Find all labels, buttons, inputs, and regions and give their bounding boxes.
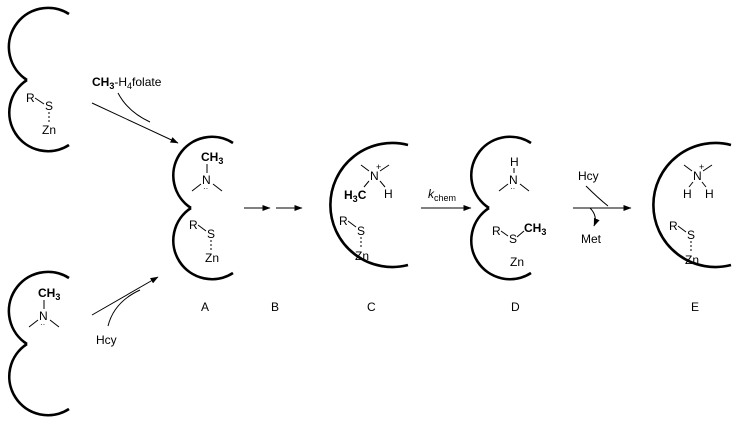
binding-arrows: CH3-H4folate Hcy (91, 75, 179, 347)
hydrogen-atom: H (510, 155, 519, 169)
r-s-bond (34, 97, 45, 105)
n-methyl-bond (363, 180, 370, 188)
zinc-atom: Zn (685, 253, 699, 267)
sulfur-atom: S (357, 224, 365, 238)
r-s-bond (197, 224, 207, 232)
n-bond-left (28, 319, 39, 328)
label-e: E (691, 300, 699, 314)
lower-pocket-arc (470, 206, 532, 281)
sulfur-atom: S (687, 228, 695, 242)
methylfolate-curve (117, 92, 151, 123)
sulfur-atom: S (45, 99, 53, 113)
hcy-curve (107, 289, 141, 327)
hydrogen-atom-right: H (705, 187, 714, 201)
sulfur-atom: S (207, 227, 215, 241)
top-left-enzyme: R S Zn (7, 6, 70, 153)
zinc-atom: Zn (42, 123, 56, 137)
bottom-left-enzyme: CH3 N ·· (7, 270, 70, 417)
upper-pocket-arc (7, 6, 70, 82)
n-bond-left (498, 183, 509, 192)
methyl-group: CH3 (38, 286, 60, 302)
n-bond-left (191, 183, 202, 192)
hcy-label: Hcy (578, 169, 599, 183)
lone-pair: ·· (203, 184, 208, 193)
methyl-group: CH3 (201, 150, 223, 166)
r-group: R (669, 219, 678, 233)
arrow-top-to-a (91, 102, 179, 144)
label-c: C (367, 300, 376, 314)
n-bond-right (519, 183, 530, 192)
r-group: R (492, 224, 501, 238)
nitrogen-atom: N (370, 169, 379, 183)
positive-charge: + (699, 162, 704, 172)
pocket-arc (329, 141, 409, 269)
upper-pocket-arc (7, 270, 70, 346)
label-d: D (511, 300, 520, 314)
met-label: Met (581, 232, 602, 246)
lower-pocket-arc (8, 78, 70, 153)
r-group: R (339, 214, 348, 228)
r-s-bond (677, 225, 687, 233)
positive-charge: + (376, 162, 381, 172)
intermediate-d: H N ·· R S CH3 Zn (470, 135, 546, 281)
nitrogen-atom: N (693, 169, 702, 183)
hydrogen-atom-left: H (683, 187, 692, 201)
nitrogen-atom: N (202, 173, 211, 187)
intermediate-a: CH3 N ·· R S Zn (172, 135, 234, 281)
zinc-atom: Zn (510, 255, 524, 269)
label-b: B (271, 300, 279, 314)
n-h-bond-left (688, 181, 694, 188)
methyl-group: CH3 (524, 221, 546, 237)
n-bond-right (702, 164, 713, 172)
nitrogen-atom: N (509, 173, 518, 187)
n-bond-left (683, 164, 693, 172)
label-a: A (201, 300, 209, 314)
lower-pocket-arc (172, 206, 234, 281)
n-bond-right (379, 164, 390, 172)
met-out-curve (589, 207, 600, 227)
s-methyl-bond (516, 230, 525, 238)
hcy-label: Hcy (96, 333, 117, 347)
zinc-atom: Zn (205, 251, 219, 265)
hcy-in-curve (585, 185, 609, 207)
product-e: N + H H R S Zn (652, 141, 732, 269)
zinc-atom: Zn (355, 249, 369, 263)
lone-pair: ·· (40, 320, 45, 329)
rate-constant-label: kchem (428, 187, 456, 203)
lower-pocket-arc (8, 342, 70, 417)
nitrogen-atom: N (39, 309, 48, 323)
pocket-arc (652, 141, 732, 269)
intermediate-c: N + H H3C R S Zn (329, 141, 409, 269)
n-bond-right (212, 183, 223, 192)
upper-pocket-arc (470, 135, 532, 210)
arrow-bottom-to-a (91, 276, 159, 316)
hydrogen-atom: H (384, 187, 393, 201)
r-group: R (26, 91, 35, 105)
upper-pocket-arc (172, 135, 234, 210)
methylfolate-label: CH3-H4folate (92, 75, 162, 91)
n-h-bond-right (701, 181, 707, 188)
r-group: R (189, 218, 198, 232)
stage-labels: A B C D E (201, 300, 699, 314)
r-s-bond (500, 230, 509, 237)
n-bond-right (49, 319, 60, 328)
r-s-bond (347, 220, 357, 228)
lone-pair: ·· (510, 184, 515, 193)
n-bond-left (360, 164, 370, 172)
n-h-bond (379, 180, 386, 188)
sulfur-atom: S (509, 232, 517, 246)
methyl-group: H3C (344, 188, 367, 204)
